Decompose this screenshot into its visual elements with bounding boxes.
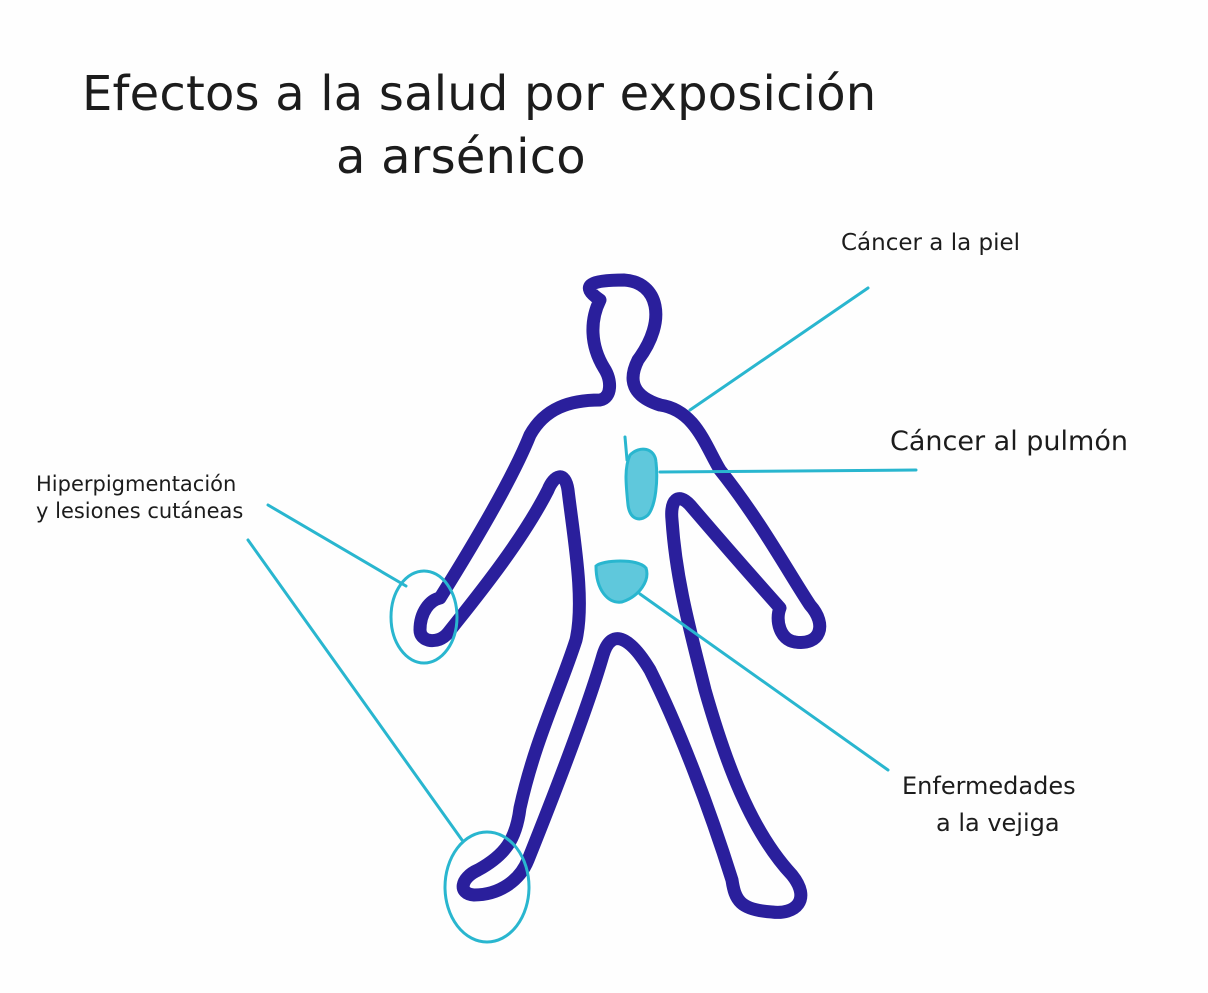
foot-circle [443,830,531,944]
hand-circle [389,569,459,665]
title-line-1: Efectos a la salud por exposición [82,66,877,122]
title-line-2: a arsénico [336,129,586,185]
label-bladder-line-2: a la vejiga [936,809,1060,837]
label-bladder-line-1: Enfermedades [902,772,1076,800]
label-skin-cancer: Cáncer a la piel [841,230,1021,256]
skin-cancer-leader [688,286,870,412]
label-lung-cancer: Cáncer al pulmón [890,426,1128,457]
label-hyperpigmentation-line-1: Hiperpigmentación [36,472,237,496]
body-outline [413,273,827,919]
foot-leader [246,538,464,842]
bladder-highlight [594,559,649,604]
lung-tick [623,435,629,462]
lung-highlight [624,447,659,521]
label-hyperpigmentation-line-2: y lesiones cutáneas [36,499,244,523]
bladder-leader [638,592,890,772]
hand-leader [266,503,408,588]
lung-cancer-leader [658,468,918,474]
